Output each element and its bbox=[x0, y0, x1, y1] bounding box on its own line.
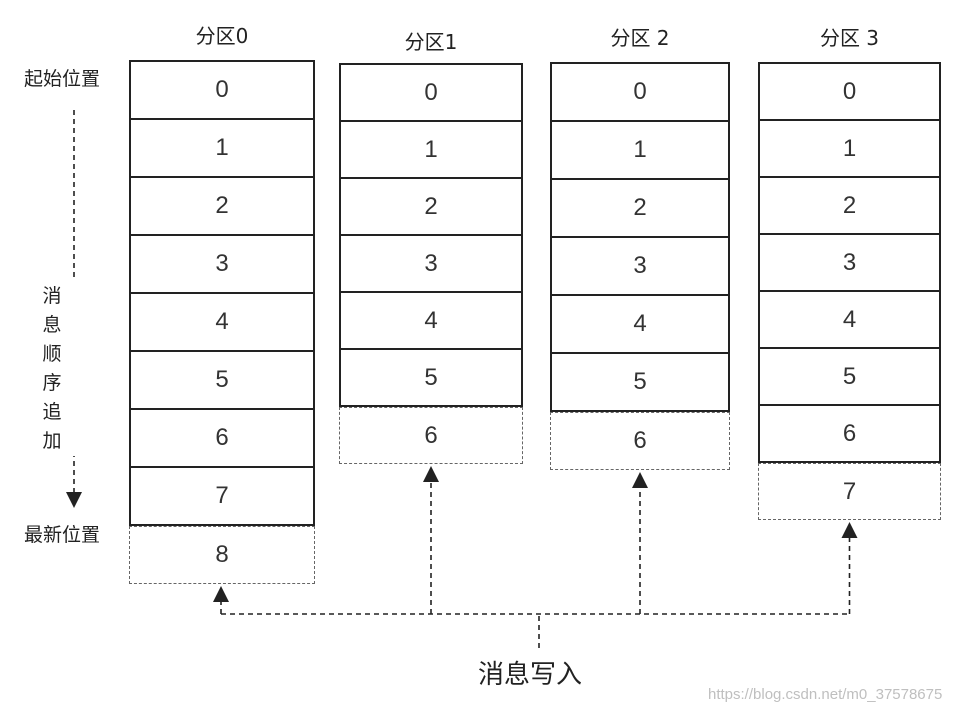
offset-cell-p1-5: 5 bbox=[339, 348, 523, 407]
message-write-label: 消息写入 bbox=[478, 660, 583, 690]
offset-cell-p1-3: 3 bbox=[339, 234, 523, 293]
offset-cell-p0-6: 6 bbox=[129, 408, 315, 468]
offset-cell-p3-0: 0 bbox=[758, 62, 941, 121]
watermark: https://blog.csdn.net/m0_37578675 bbox=[708, 686, 943, 703]
direction-char-2: 息 bbox=[42, 314, 62, 336]
next-offset-cell-p3: 7 bbox=[758, 463, 941, 520]
offset-cell-p2-4: 4 bbox=[550, 294, 730, 354]
arrow-text-gap bbox=[62, 280, 86, 456]
partition-label-2: 分区 2 bbox=[610, 26, 670, 50]
direction-char-4: 序 bbox=[42, 372, 62, 394]
partition-label-3: 分区 3 bbox=[819, 26, 880, 50]
next-offset-cell-p2: 6 bbox=[550, 412, 730, 470]
direction-char-6: 加 bbox=[42, 430, 62, 452]
offset-cell-p0-7: 7 bbox=[129, 466, 315, 526]
start-position-label: 起始位置 bbox=[24, 68, 101, 90]
direction-char-5: 追 bbox=[42, 401, 62, 423]
offset-cell-p0-0: 0 bbox=[129, 60, 315, 120]
direction-char-1: 消 bbox=[42, 285, 62, 307]
offset-cell-p1-2: 2 bbox=[339, 177, 523, 236]
offset-cell-p3-3: 3 bbox=[758, 233, 941, 292]
offset-cell-p3-1: 1 bbox=[758, 119, 941, 178]
offset-cell-p0-5: 5 bbox=[129, 350, 315, 410]
offset-cell-p2-0: 0 bbox=[550, 62, 730, 122]
offset-cell-p3-5: 5 bbox=[758, 347, 941, 406]
offset-cell-p0-4: 4 bbox=[129, 292, 315, 352]
offset-cell-p0-1: 1 bbox=[129, 118, 315, 178]
offset-cell-p2-1: 1 bbox=[550, 120, 730, 180]
next-offset-cell-p0: 8 bbox=[129, 526, 315, 584]
partition-label-1: 分区1 bbox=[404, 30, 458, 54]
offset-cell-p1-0: 0 bbox=[339, 63, 523, 122]
offset-cell-p2-2: 2 bbox=[550, 178, 730, 238]
partition-label-0: 分区0 bbox=[195, 24, 249, 48]
offset-cell-p3-2: 2 bbox=[758, 176, 941, 235]
offset-cell-p1-1: 1 bbox=[339, 120, 523, 179]
offset-cell-p3-6: 6 bbox=[758, 404, 941, 463]
direction-char-3: 顺 bbox=[42, 343, 62, 365]
offset-cell-p2-3: 3 bbox=[550, 236, 730, 296]
offset-cell-p0-2: 2 bbox=[129, 176, 315, 236]
offset-cell-p3-4: 4 bbox=[758, 290, 941, 349]
latest-position-label: 最新位置 bbox=[24, 524, 101, 546]
offset-cell-p0-3: 3 bbox=[129, 234, 315, 294]
next-offset-cell-p1: 6 bbox=[339, 407, 523, 464]
offset-cell-p1-4: 4 bbox=[339, 291, 523, 350]
offset-cell-p2-5: 5 bbox=[550, 352, 730, 412]
